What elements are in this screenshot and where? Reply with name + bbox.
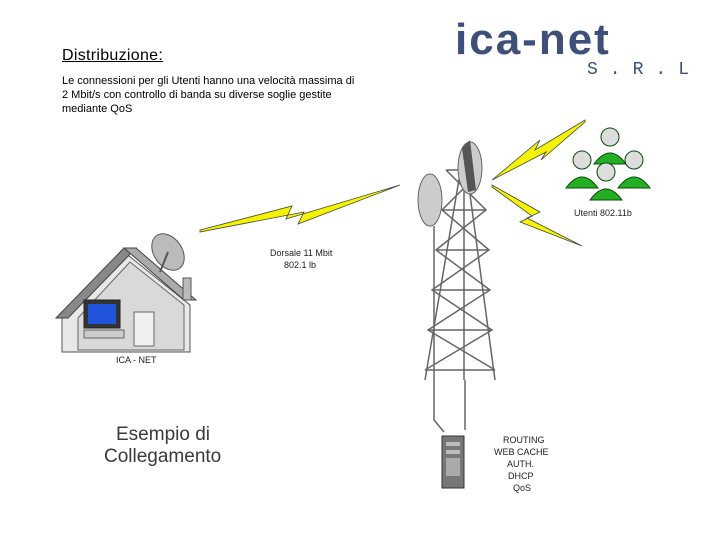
example-heading: Esempio di bbox=[116, 424, 210, 445]
lightning-icon bbox=[199, 184, 401, 233]
logo-wordmark: ica-net bbox=[455, 18, 611, 64]
users-group-icon bbox=[565, 127, 651, 201]
lightning-icon bbox=[491, 184, 583, 247]
dish-antenna-icon bbox=[417, 140, 483, 227]
house-icon bbox=[54, 247, 198, 353]
backbone-label: Dorsale 11 Mbit bbox=[270, 248, 333, 258]
ica-net-logo: ica-net S.R.L bbox=[455, 18, 695, 78]
server-function: WEB CACHE bbox=[494, 447, 549, 457]
logo-subtitle: S.R.L bbox=[587, 60, 695, 78]
server-function: DHCP bbox=[508, 471, 534, 481]
house-label: ICA - NET bbox=[116, 355, 157, 365]
backbone-label-standard: 802.1 lb bbox=[284, 260, 316, 270]
server-function: QoS bbox=[513, 483, 531, 493]
server-function: ROUTING bbox=[503, 435, 545, 445]
satellite-dish-icon bbox=[151, 233, 185, 273]
slide-description: Le connessioni per gli Utenti hanno una … bbox=[62, 75, 355, 115]
server-icon bbox=[441, 435, 465, 489]
example-heading-line2: Collegamento bbox=[104, 446, 221, 467]
server-functions-list: ROUTING WEB CACHE AUTH. DHCP QoS bbox=[494, 435, 549, 493]
users-label: Utenti 802.11b bbox=[574, 208, 632, 218]
server-function: AUTH. bbox=[507, 459, 534, 469]
slide-title: Distribuzione: bbox=[62, 47, 164, 64]
lightning-icon bbox=[491, 119, 586, 181]
